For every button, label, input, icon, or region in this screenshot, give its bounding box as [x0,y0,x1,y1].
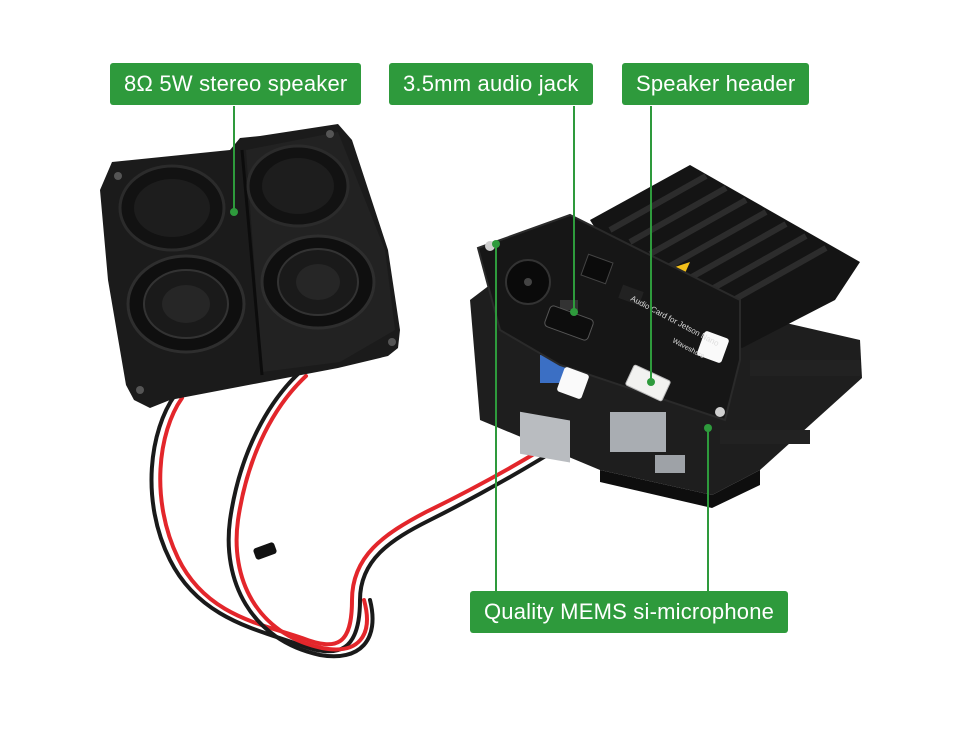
callout-speaker-header: Speaker header [622,63,810,105]
callout-mems-microphone: Quality MEMS si-microphone [470,591,789,633]
jetson-nano-assembly: Audio Card for Jetson Nano Waveshare [470,165,862,508]
callout-audio-jack: 3.5mm audio jack [389,63,593,105]
callout-stereo-speaker: 8Ω 5W stereo speaker [110,63,362,105]
speaker-cable [149,370,642,659]
callout-leaders [230,106,712,592]
stereo-speaker [100,124,400,408]
gpio-header [720,360,860,444]
audio-card: Audio Card for Jetson Nano Waveshare [476,213,741,422]
